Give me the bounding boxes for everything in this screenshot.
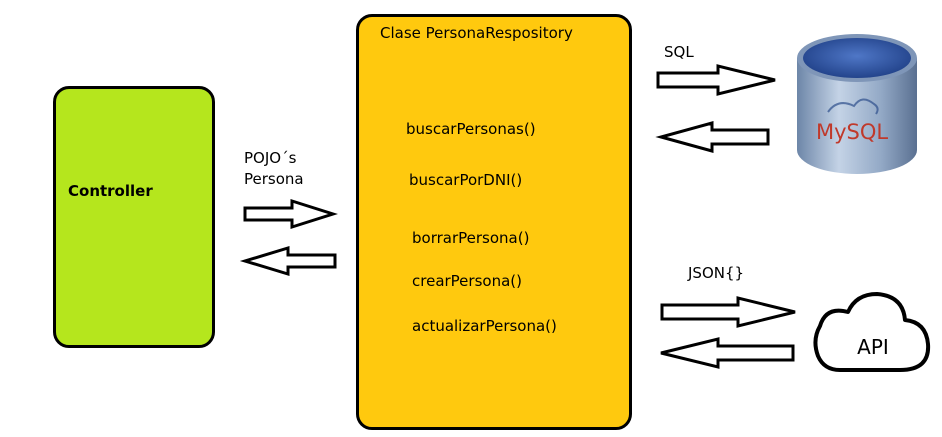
- repository-box: [356, 14, 632, 430]
- arrow-right-repo-to-api: [660, 296, 796, 328]
- arrow-left-api-to-repo: [660, 337, 795, 369]
- arrow-right-repo-to-mysql: [656, 64, 776, 96]
- repository-title: Clase PersonaRespository: [380, 24, 573, 42]
- pojo-label-line1: POJO´s: [244, 149, 297, 167]
- controller-box: [53, 86, 215, 348]
- method-crear-persona: crearPersona(): [412, 272, 522, 290]
- method-actualizar-persona: actualizarPersona(): [412, 317, 557, 335]
- sql-label: SQL: [664, 43, 694, 61]
- cloud-icon: [813, 292, 931, 372]
- arrow-right-controller-to-repo: [243, 198, 338, 230]
- method-buscar-por-dni: buscarPorDNI(): [409, 171, 523, 189]
- method-borrar-persona: borrarPersona(): [412, 229, 530, 247]
- database-icon: [797, 34, 917, 174]
- controller-label: Controller: [68, 182, 153, 200]
- pojo-label-line2: Persona: [244, 170, 304, 188]
- method-buscar-personas: buscarPersonas(): [406, 120, 536, 138]
- arrow-left-repo-to-controller: [239, 245, 337, 277]
- arrow-left-mysql-to-repo: [655, 121, 770, 153]
- mysql-logo-text: MySQL: [816, 120, 888, 144]
- api-label: API: [857, 335, 889, 359]
- json-label: JSON{}: [688, 264, 745, 282]
